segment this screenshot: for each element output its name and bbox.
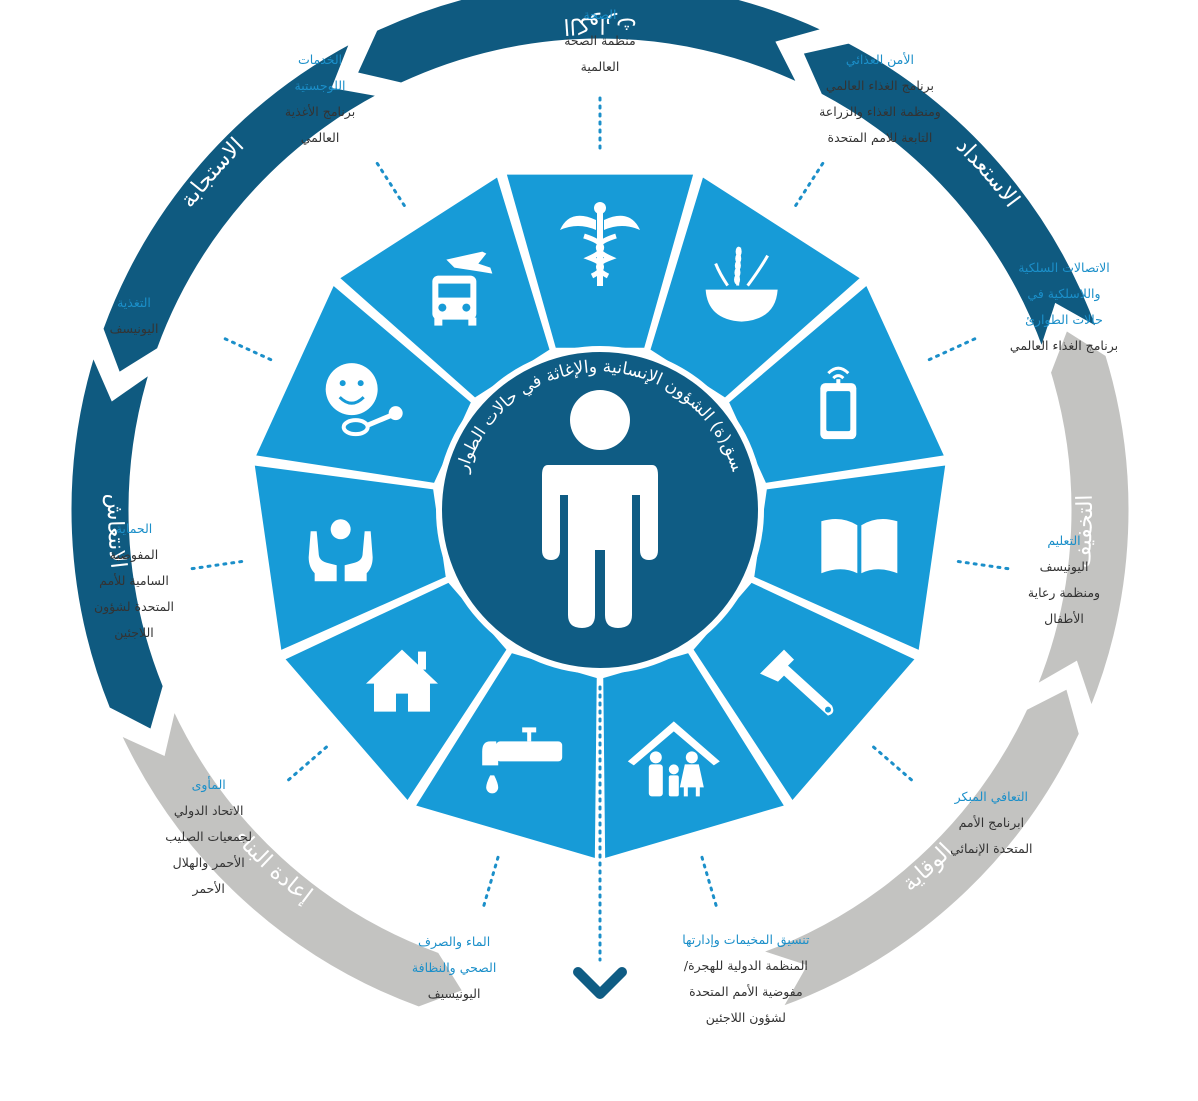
hammer-icon (760, 649, 834, 716)
cluster-label-nutrition: التغذية اليونيسف (4, 290, 264, 342)
connector-dots-emergency-telecom (927, 337, 977, 362)
cluster-title-health: الصحة (583, 7, 617, 22)
cluster-label-emergency-telecom: الاتصالات السلكية واللاسلكية في حالات الطو… (934, 255, 1194, 359)
cluster-label-camp-management: تنسيق المخيمات وإدارتها المنظمة الدولية ل… (616, 927, 876, 1031)
cluster-agency-line: ابرنامج الأمم (958, 814, 1025, 830)
connector-dots-protection (190, 560, 244, 571)
cluster-label-early-recovery: التعافي المبكر ابرنامج الأمم المتحدة الإنم… (861, 784, 1121, 862)
chevron-down-icon (573, 967, 627, 999)
connector-dots-education (956, 560, 1010, 571)
cluster-agency-line: الاتحاد الدولي (173, 803, 244, 819)
cluster-agency-line: الأحمر (192, 881, 225, 897)
cluster-wedge-food-security (646, 172, 865, 402)
ring-segment-response (100, 38, 384, 377)
cluster-title-shelter: المأوى (191, 777, 226, 793)
cluster-agency-line: برنامج الغذاء العالمي (1009, 337, 1119, 353)
cluster-label-education: التعليم اليونيسف ومنظمة رعاية الأطفال (934, 528, 1194, 632)
cluster-title-protection: الحماية (115, 521, 153, 537)
cluster-agency-line: اليونيسف (1039, 558, 1089, 574)
plane-truck-icon (432, 251, 493, 326)
ring-label-mitigation: التخفيف (1070, 494, 1098, 569)
cluster-title-early-recovery: التعافي المبكر (954, 788, 1028, 804)
connector-dots-camp-management (700, 855, 718, 907)
cluster-agency-line: برنامج الأغذية (284, 103, 356, 119)
cluster-agency-line: المفوضية (109, 547, 159, 563)
cluster-agency-line: الأحمر والهلال (172, 855, 245, 871)
person-icon (542, 390, 658, 628)
protecting-hands-icon (308, 519, 373, 582)
connector-dots-nutrition (223, 337, 273, 362)
family-shelter-icon (627, 721, 720, 797)
cluster-title-emergency-telecom: حالات الطوارئ (1025, 311, 1103, 327)
cluster-agency-line: المتحدة الإنمائي (950, 840, 1033, 856)
cluster-agency-line: برنامج الغذاء العالمي (825, 77, 935, 93)
cluster-agency-line: لجمعيات الصليب (165, 829, 253, 845)
cluster-title-camp-management: تنسيق المخيمات وإدارتها (682, 931, 810, 947)
mobile-phone-icon (820, 366, 857, 440)
cluster-title-logistics: اللوجستية (294, 77, 346, 93)
baby-feeding-icon (325, 363, 403, 437)
cluster-title-nutrition: التغذية (117, 295, 151, 311)
cluster-agency-line: العالمية (580, 59, 620, 74)
cluster-agency-line: الأطفال (1044, 610, 1084, 626)
connector-dots-food-security (794, 161, 825, 207)
cluster-agency-line: المنظمة الدولية للهجرة/ (683, 957, 808, 973)
cluster-label-protection: الحماية المفوضية السامية للأمم المتحدة لشؤو… (4, 516, 264, 646)
cluster-title-food-security: الأمن الغذائي (845, 51, 914, 67)
cluster-title-logistics: الخدمات (297, 51, 343, 67)
house-icon (365, 649, 438, 712)
cluster-agency-line: اليونيسيف (427, 986, 481, 1002)
cluster-title-emergency-telecom: الاتصالات السلكية (1018, 259, 1110, 275)
cluster-title-wash: الماء والصرف (418, 934, 491, 950)
cluster-agency-line: السامية للأمم (99, 573, 169, 589)
ring-segment-prevention (756, 685, 1082, 1011)
cluster-label-wash: الماء والصرف الصحي والنظافة اليونيسيف (324, 929, 584, 1007)
cluster-agency-line: العالمي (300, 129, 340, 145)
ring-segment-preparedness (799, 40, 1101, 354)
wheat-bowl-icon (705, 246, 778, 322)
ring-segment-recovery (68, 350, 166, 733)
cluster-agency-line: اليونيسف (109, 321, 159, 337)
cluster-wedge-protection (251, 462, 450, 655)
water-tap-icon (482, 727, 563, 794)
cluster-agency-line: منظمة الصحة (564, 33, 636, 48)
connector-dots-early-recovery (872, 745, 913, 782)
ring-segment-mitigation (1032, 326, 1132, 713)
cluster-label-health: الصحة منظمة الصحة العالمية (470, 2, 730, 80)
ring-label-disasters: الكوارث (563, 12, 638, 38)
ring-segment-reconstruction (116, 704, 467, 1010)
cluster-agency-line: ومنظمة الغذاء والزراعة (819, 103, 941, 119)
cluster-agency-line: المتحدة لشؤون (93, 599, 175, 615)
connector-dots-wash (482, 855, 500, 907)
cluster-title-wash: الصحي والنظافة (411, 960, 497, 976)
open-book-icon (821, 519, 898, 574)
cluster-agency-line: مفوضية الأمم المتحدة (689, 983, 803, 999)
cluster-agency-line: ومنظمة رعاية (1027, 584, 1101, 600)
cluster-label-food-security: الأمن الغذائي برنامج الغذاء العالمي ومنظمة… (750, 47, 1010, 151)
connector-dots-logistics (375, 161, 406, 207)
cluster-label-shelter: المأوى الاتحاد الدولي لجمعيات الصليب الأحمر… (79, 772, 339, 902)
cluster-agency-line: التابعة للامم المتحدة (827, 129, 933, 145)
caduceus-icon (560, 202, 640, 286)
ring-segment-disasters (353, 0, 829, 88)
cluster-agency-line: لشؤون اللاجئين (705, 1009, 786, 1025)
cluster-label-logistics: الخدمات اللوجستية برنامج الأغذية العالمي (190, 47, 450, 151)
cluster-title-emergency-telecom: واللاسلكية في (1027, 285, 1101, 301)
connector-dots-shelter (287, 745, 328, 782)
cluster-title-education: التعليم (1047, 532, 1081, 548)
cluster-agency-line: اللاجئين (114, 625, 154, 641)
ring-label-recovery: الانتعاش (102, 494, 131, 570)
